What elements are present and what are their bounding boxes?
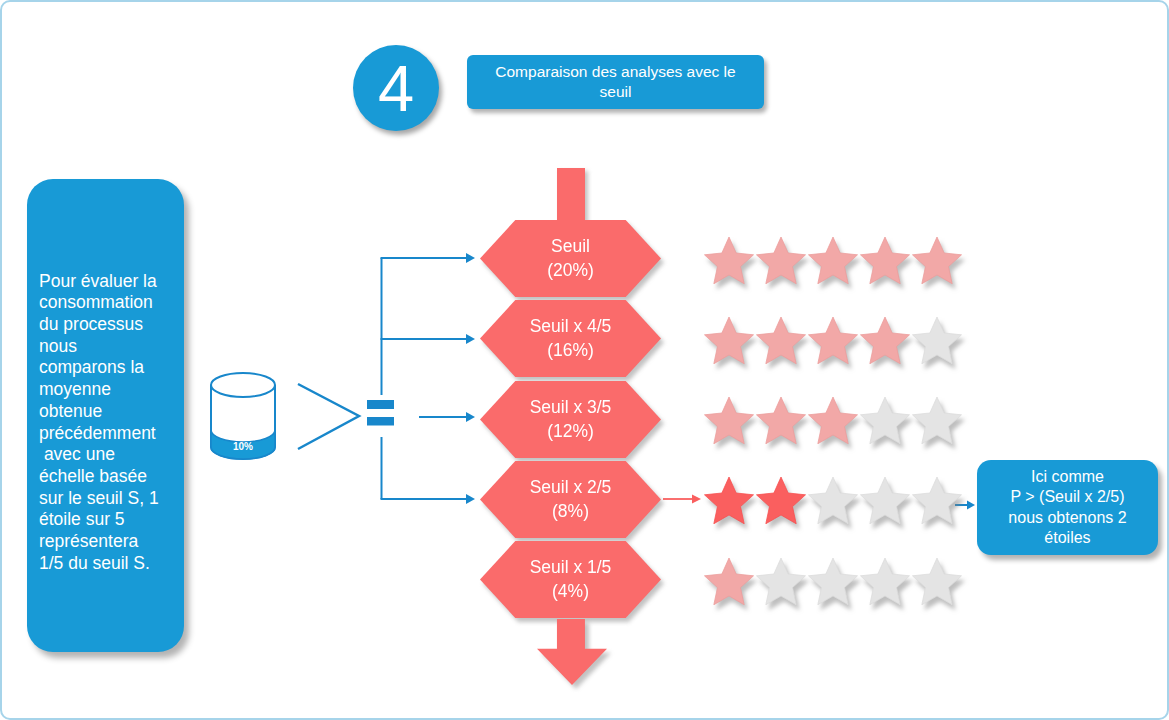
star-filled-icon [703, 477, 755, 524]
hexagon-value: (12%) [547, 420, 594, 444]
star-empty-icon [807, 558, 859, 605]
greater-than-operator [298, 384, 359, 449]
hexagon-value: (16%) [547, 339, 594, 363]
bottom-arrow [537, 619, 607, 685]
hexagon-seuil: Seuil(20%) [480, 220, 661, 297]
hexagon-label: Seuil [551, 235, 590, 259]
star-filled-icon [703, 397, 755, 444]
hexagon-seuil-1-5: Seuil x 1/5(4%) [480, 541, 661, 618]
star-filled-icon [807, 317, 859, 364]
step-title: Comparaison des analyses avec le seuil [495, 62, 735, 102]
hexagon-seuil-3-5: Seuil x 3/5(12%) [480, 381, 661, 458]
star-filled-icon [755, 317, 807, 364]
star-filled-icon [703, 237, 755, 284]
star-filled-icon [807, 237, 859, 284]
hexagon-value: (8%) [552, 500, 589, 524]
step-title-box: Comparaison des analyses avec le seuil [467, 55, 764, 109]
star-empty-icon [859, 397, 911, 444]
star-filled-icon [859, 317, 911, 364]
star-empty-icon [859, 477, 911, 524]
cylinder-value: 10% [233, 441, 253, 452]
explanation-text: Pour évaluer la consommation du processu… [27, 257, 165, 575]
hexagon-seuil-2-5: Seuil x 2/5(8%) [480, 461, 661, 538]
callout-box: Ici comme P > (Seuil x 2/5) nous obtenon… [977, 460, 1158, 555]
hexagon-value: (4%) [552, 580, 589, 604]
star-rating-row-5 [703, 237, 963, 284]
star-empty-icon [755, 558, 807, 605]
explanation-box: Pour évaluer la consommation du processu… [27, 179, 184, 652]
star-empty-icon [911, 317, 963, 364]
hexagon-value: (20%) [547, 259, 594, 283]
star-filled-icon [755, 477, 807, 524]
star-empty-icon [859, 558, 911, 605]
star-rating-row-4 [703, 317, 963, 364]
star-empty-icon [807, 477, 859, 524]
star-filled-icon [755, 397, 807, 444]
star-filled-icon [859, 237, 911, 284]
step-number: 4 [378, 51, 414, 126]
top-arrow [557, 168, 585, 221]
step-number-badge: 4 [353, 45, 439, 131]
hexagon-label: Seuil x 3/5 [530, 396, 612, 420]
database-cylinder-icon: 10% [208, 371, 278, 463]
result-arrow [663, 495, 701, 504]
star-rating-row-1 [703, 558, 963, 605]
star-empty-icon [911, 558, 963, 605]
star-empty-icon [911, 477, 963, 524]
connector-branches [381, 253, 476, 504]
star-empty-icon [911, 397, 963, 444]
hexagon-label: Seuil x 2/5 [530, 476, 612, 500]
equals-operator [367, 400, 394, 426]
callout-text: Ici comme P > (Seuil x 2/5) nous obtenon… [1008, 467, 1126, 549]
hexagon-label: Seuil x 1/5 [530, 556, 612, 580]
star-filled-icon [703, 558, 755, 605]
hexagon-label: Seuil x 4/5 [530, 315, 612, 339]
star-filled-icon [755, 237, 807, 284]
star-rating-row-3 [703, 397, 963, 444]
star-filled-icon [807, 397, 859, 444]
star-filled-icon [911, 237, 963, 284]
hexagon-seuil-4-5: Seuil x 4/5(16%) [480, 300, 661, 377]
star-filled-icon [703, 317, 755, 364]
star-rating-row-2 [703, 477, 963, 524]
